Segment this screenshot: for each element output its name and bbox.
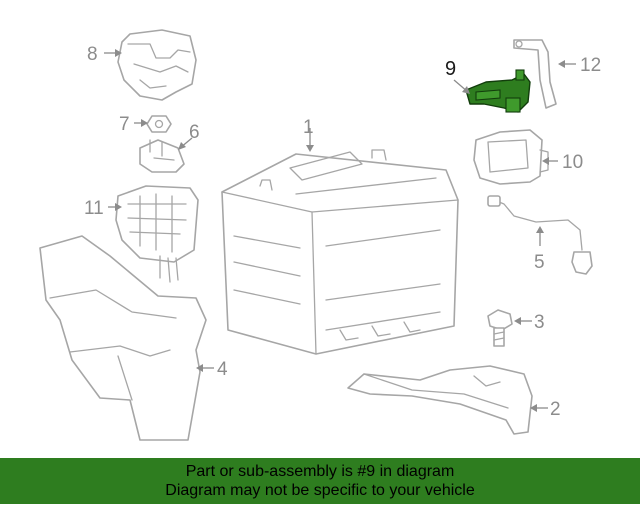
callout-10: 10 [562,152,583,173]
callout-11: 11 [84,198,104,219]
part-9-sensor[interactable] [465,69,531,113]
part-8-cover[interactable] [117,29,197,101]
banner-line-2: Diagram may not be specific to your vehi… [165,482,475,499]
banner-line-1: Part or sub-assembly is #9 in diagram [185,463,455,480]
part-2-tray[interactable] [347,365,533,435]
part-5-cable[interactable] [487,195,593,275]
callout-3: 3 [534,312,545,333]
part-3-bolt[interactable] [487,309,513,347]
part-11-fuse-block[interactable] [115,185,199,283]
callout-4: 4 [217,359,228,380]
callout-9: 9 [445,58,456,80]
callout-12: 12 [580,55,601,76]
part-1-battery[interactable] [221,149,459,355]
callout-5: 5 [534,252,545,273]
parts-diagram: 8 7 6 11 4 [39,29,601,441]
part-12-bracket[interactable] [513,39,557,109]
info-banner: Part or sub-assembly is #9 in diagram Di… [0,458,640,504]
callout-2: 2 [550,399,561,420]
part-10-holder[interactable] [473,129,549,185]
part-6-connector[interactable] [139,139,185,173]
callout-8: 8 [87,44,98,65]
part-7-nut[interactable] [146,115,172,133]
part-4-insulator[interactable] [39,235,207,441]
callout-7: 7 [119,114,130,135]
callout-6: 6 [189,122,200,143]
callout-1: 1 [303,117,314,138]
